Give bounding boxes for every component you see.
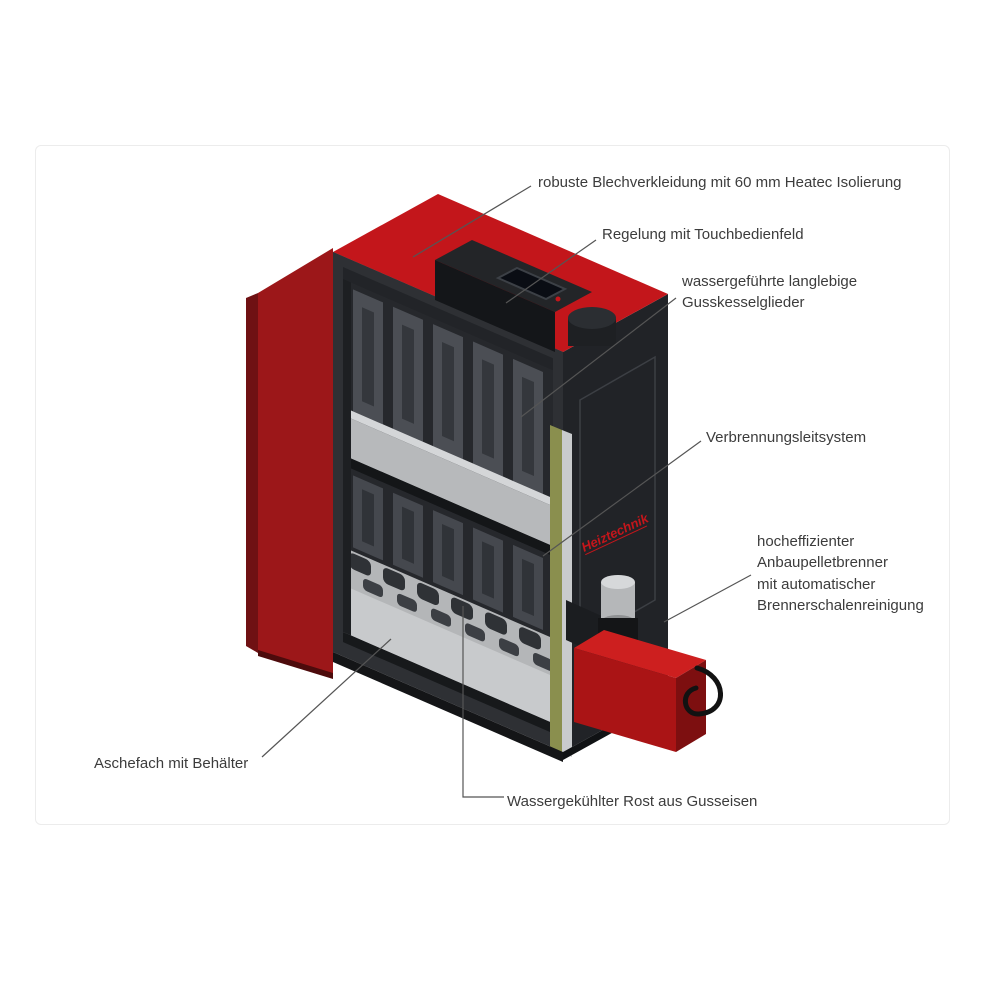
burner-front [574,648,676,752]
control-display [495,266,568,301]
callout-combustion: Verbrennungsleitsystem [706,429,867,446]
boiler-interior [343,267,553,734]
burner-top [574,630,706,678]
callout-control: Regelung mit Touchbedienfeld [602,226,804,243]
inner-left-wall [343,279,351,636]
burner-side [676,660,706,752]
flue-outlet [568,307,616,346]
pellet-burner [566,575,723,752]
burner-cable [683,665,723,717]
callout-grate: Wassergekühlter Rost aus Gusseisen [507,793,758,810]
leader-lines [261,185,752,798]
control-indicator-light [555,296,561,302]
cast-iron-sections-lower [343,465,553,639]
ash-chamber [343,585,553,734]
leader-line-burner [663,574,752,623]
leader-line-combustion [542,440,702,557]
callout-casing: robuste Blechverkleidung mit 60 mm Heate… [538,174,902,191]
callout-ash: Aschefach mit Behälter [94,755,249,772]
leader-line-grate [462,606,504,798]
left-side-panel [246,248,333,679]
control-panel [435,240,592,352]
combustion-guide-shelf [343,407,553,557]
leader-line-control [505,239,597,304]
callout-burner: hocheffizienter Anbaupelletbrenner mit a… [757,533,924,614]
leader-line-ash [261,638,392,758]
insulation-edge [550,425,572,757]
callout-cast-sections: wassergeführte langlebige Gusskesselglie… [682,273,858,312]
leader-line-cast-sections [520,297,677,418]
cast-iron-sections-upper [343,279,553,499]
leader-line-casing [412,185,532,258]
